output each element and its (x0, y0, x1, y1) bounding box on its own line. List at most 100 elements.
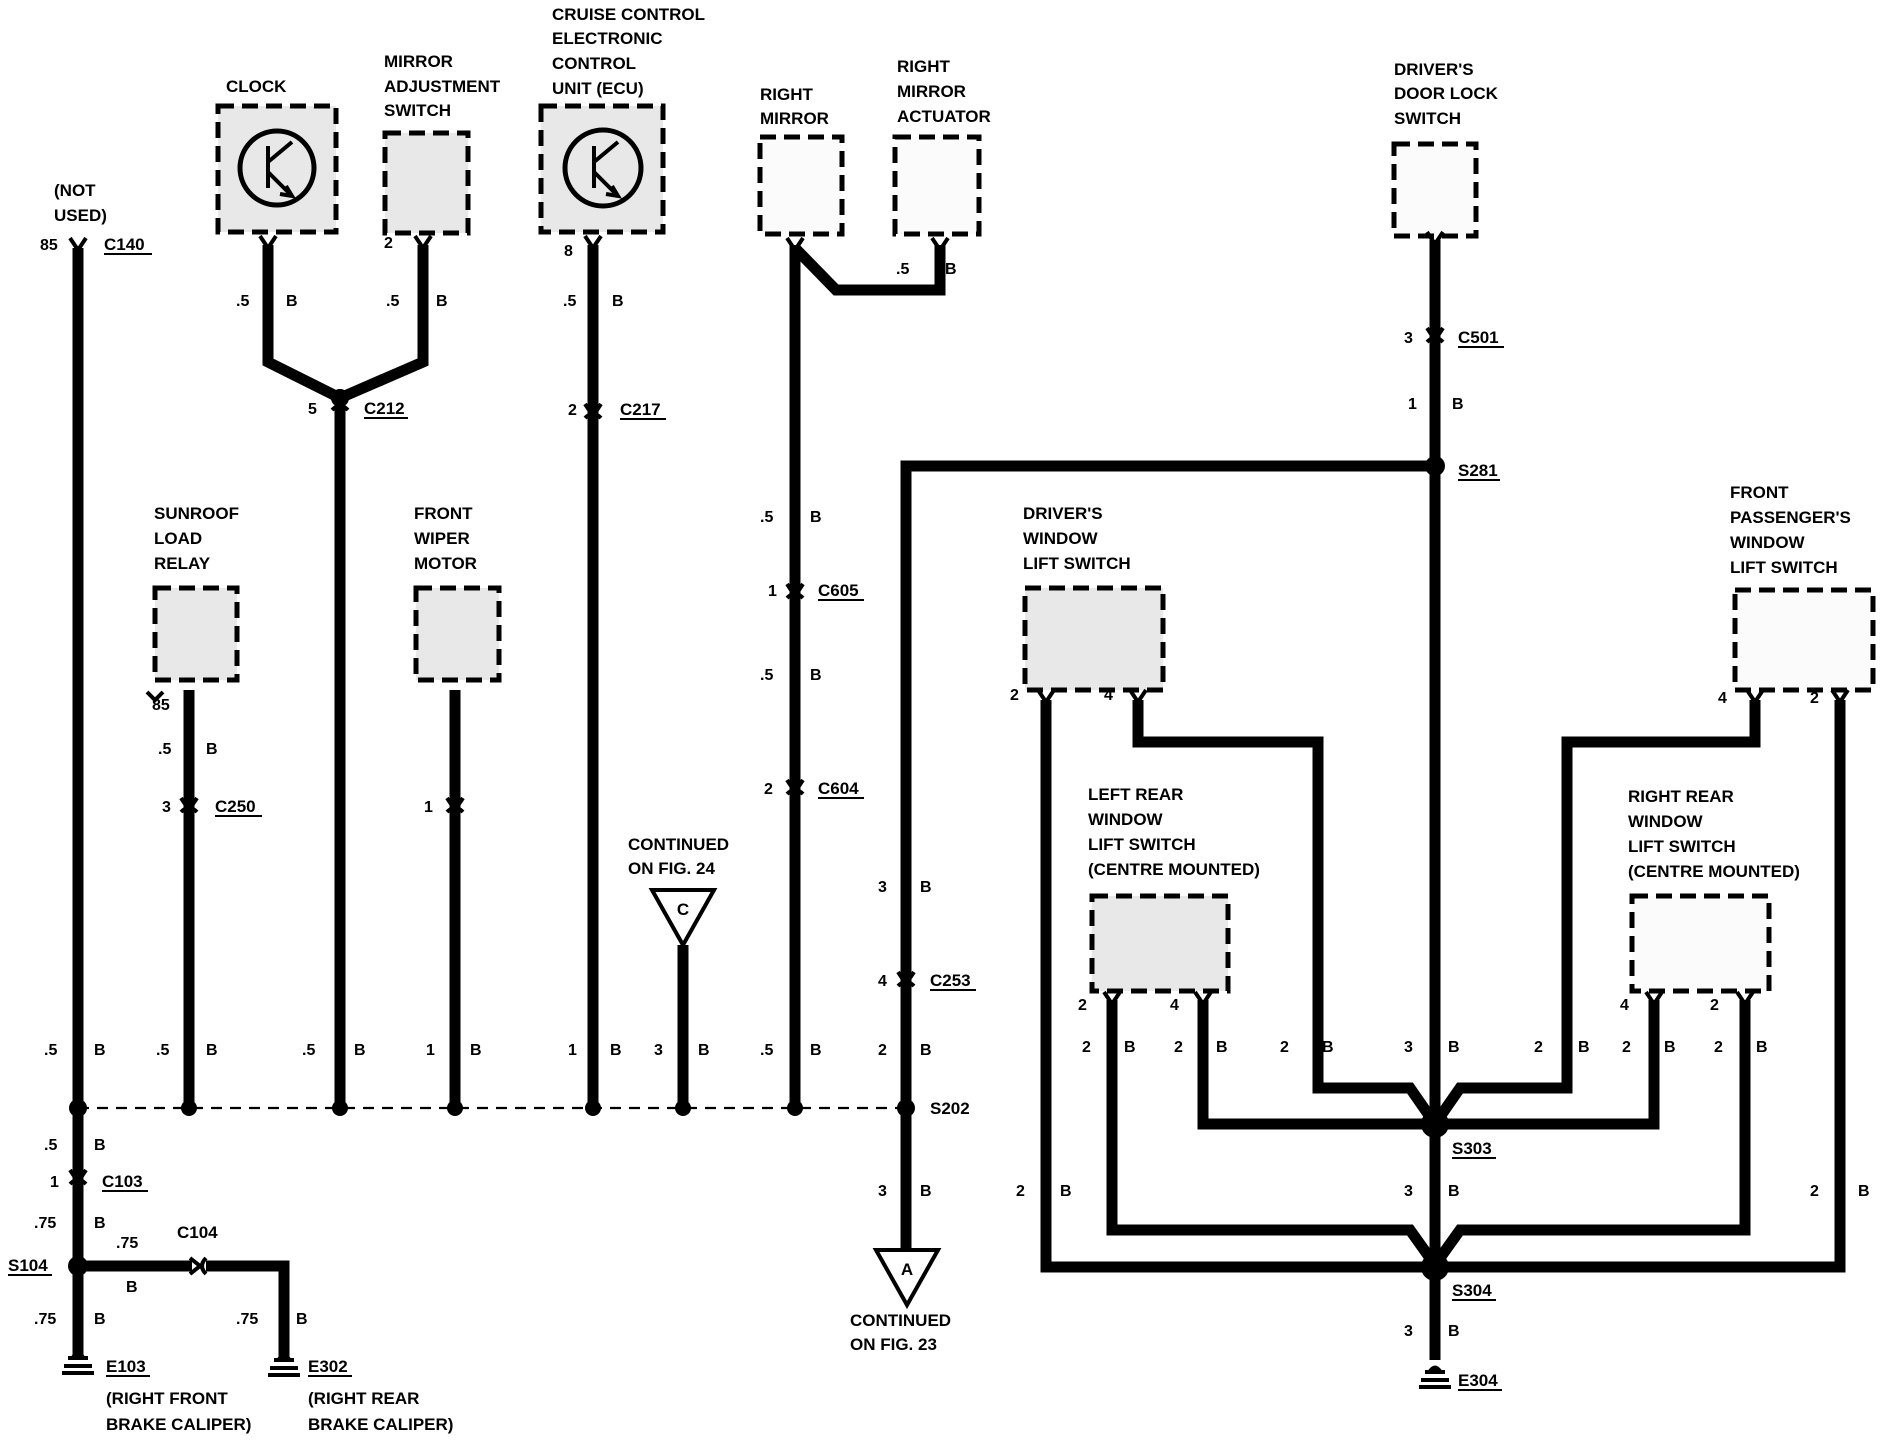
splice-dot (1421, 1253, 1449, 1281)
label-front-wiper-motor: WIPER (414, 529, 470, 548)
ground-e302: E302 (308, 1357, 348, 1376)
connector-c140: C140 (104, 235, 145, 254)
label-cruise-ecu: ELECTRONIC (552, 29, 663, 48)
label-front-passengers-window-lift-switch: WINDOW (1730, 533, 1806, 552)
connector-mark (1735, 990, 1755, 1008)
sunroof-load-relay-box (152, 585, 240, 683)
label-cruise-ecu: UNIT (ECU) (552, 79, 644, 98)
label-right-rear-window-lift-switch: (CENTRE MOUNTED) (1628, 862, 1800, 881)
wire-size: 3 (1404, 1323, 1413, 1340)
wire-size: 3 (878, 879, 887, 896)
label-sunroof-load-relay: RELAY (154, 554, 211, 573)
connector-mark (68, 1168, 88, 1186)
connector-mark (896, 970, 916, 988)
wire-color: B (94, 1311, 106, 1328)
splices (68, 389, 1449, 1281)
wire-color: B (945, 261, 957, 278)
wire-color: B (920, 879, 932, 896)
wire-color: B (810, 667, 822, 684)
connector-c253: C253 (930, 971, 971, 990)
wire-color: B (296, 1311, 308, 1328)
wire-size: .5 (563, 293, 576, 310)
wire-color: B (810, 1042, 822, 1059)
ref-a-letter: A (901, 1260, 913, 1279)
wire-dw-pin4 (1132, 700, 1440, 1128)
splice-dot (897, 1099, 915, 1117)
label-mirror-adjustment-switch: SWITCH (384, 101, 451, 120)
splice-dot (181, 1100, 197, 1116)
wire-size: 3 (1404, 1039, 1413, 1056)
pin-number: 4 (1104, 687, 1113, 704)
label-clock: CLOCK (226, 77, 287, 96)
wire-fp-pin4 (1430, 700, 1761, 1128)
splice-dot (68, 1256, 88, 1276)
pin-number: 1 (50, 1174, 59, 1191)
wire-dw-pin2 (1040, 700, 1435, 1273)
wire-size: 2 (1534, 1039, 1543, 1056)
cruise-ecu-box (538, 103, 666, 235)
label-right-rear-window-lift-switch: LIFT SWITCH (1628, 837, 1736, 856)
splice-dot (1421, 1110, 1449, 1138)
label-right-mirror-actuator: ACTUATOR (897, 107, 991, 126)
pin-number: 5 (308, 401, 317, 418)
pin-number: 1 (424, 799, 433, 816)
wire-size: .5 (760, 667, 773, 684)
wire-c104-e302 (206, 1260, 290, 1345)
ref-a-text: ON FIG. 23 (850, 1335, 937, 1354)
pin-number: 2 (1010, 687, 1019, 704)
transistor-icon (237, 128, 317, 208)
wire-color: B (1060, 1183, 1072, 1200)
connector-mark (1425, 326, 1445, 344)
ref-a-text: CONTINUED (850, 1311, 951, 1330)
label-drivers-window-lift-switch: LIFT SWITCH (1023, 554, 1131, 573)
wire-color: B (470, 1042, 482, 1059)
transistor-symbol (592, 140, 622, 199)
pin-number: 2 (568, 402, 577, 419)
label-not-used: (NOT (54, 181, 96, 200)
transistor-icon (562, 127, 644, 209)
ref-c-letter: C (677, 900, 689, 919)
pin-number: 4 (878, 973, 887, 990)
wire-color: B (1216, 1039, 1228, 1056)
label-right-mirror: MIRROR (760, 109, 829, 128)
connector-mark (930, 236, 950, 254)
connector-c605: C605 (818, 581, 859, 600)
connector-marks (68, 230, 1850, 1276)
connector-mark (785, 778, 805, 796)
wire-size: 3 (1404, 1183, 1413, 1200)
wire-color: B (810, 509, 822, 526)
right-mirror-actuator-box (892, 134, 982, 237)
wire-color: B (354, 1042, 366, 1059)
wire-color: B (1322, 1039, 1334, 1056)
connector-mark (1193, 990, 1213, 1008)
pin-number: 4 (1718, 690, 1727, 707)
wire-mirror-switch (337, 245, 429, 404)
label-door-lock-switch: SWITCH (1394, 109, 1461, 128)
right-rear-window-lift-switch-box (1629, 893, 1772, 994)
pin-number: 2 (764, 781, 773, 798)
wire-size: 1 (568, 1042, 577, 1059)
label-left-rear-window-lift-switch: WINDOW (1088, 810, 1164, 829)
wire-color: B (94, 1215, 106, 1232)
pin-number: 2 (1078, 997, 1087, 1014)
label-front-passengers-window-lift-switch: LIFT SWITCH (1730, 558, 1838, 577)
wire-size: 3 (878, 1183, 887, 1200)
wire-s281-s202 (900, 460, 1435, 1250)
wire-size: .5 (156, 1042, 169, 1059)
wire-color: B (126, 1279, 138, 1296)
wire-lr-pin4 (1197, 1000, 1435, 1130)
splice-s281: S281 (1458, 461, 1498, 480)
wire-size: .75 (34, 1311, 56, 1328)
front-wiper-motor-box (413, 585, 502, 683)
wire-size: .75 (34, 1215, 56, 1232)
pin-numbers: 85 2 8 5 2 3 1 1 2 85 3 1 4 2 4 4 2 2 4 … (40, 235, 1819, 1191)
ground-e103-desc: BRAKE CALIPER) (106, 1415, 251, 1434)
ref-c-text: CONTINUED (628, 835, 729, 854)
wire-size: .5 (896, 261, 909, 278)
wire-color: B (206, 741, 218, 758)
label-right-mirror-actuator: MIRROR (897, 82, 966, 101)
mirror-adjustment-switch-box (382, 130, 471, 236)
connector-mark (1644, 990, 1664, 1008)
connector-mark (1745, 688, 1765, 706)
pin-number: 2 (384, 235, 393, 252)
